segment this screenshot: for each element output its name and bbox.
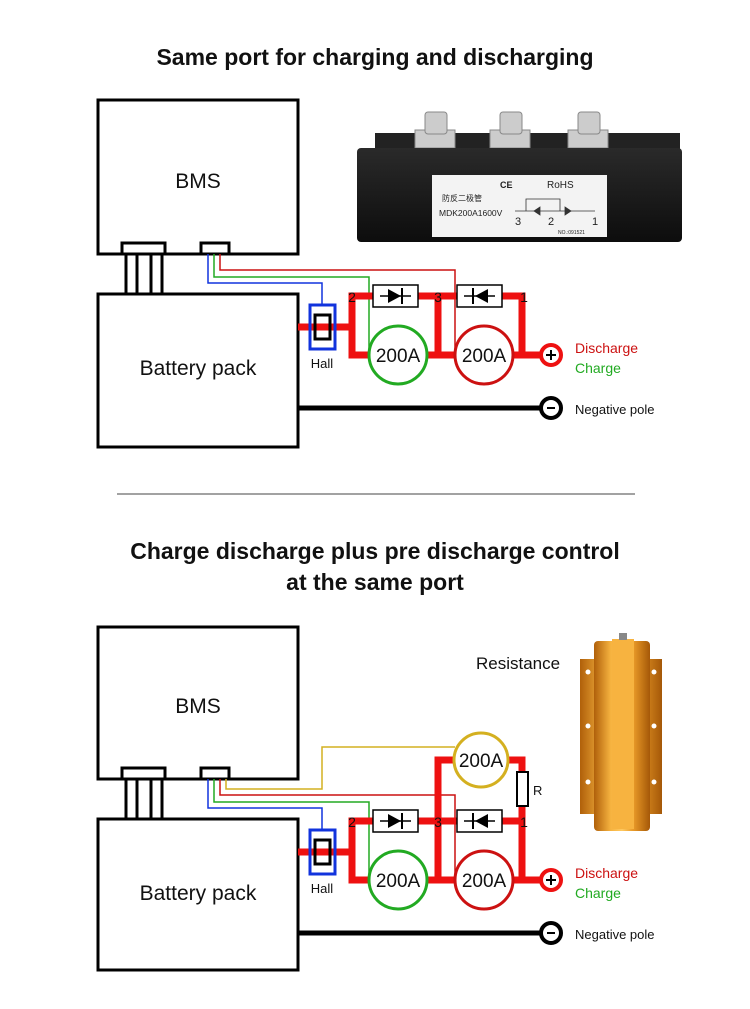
- charge-signal-wire: [213, 254, 370, 350]
- diode-forward: [372, 284, 419, 308]
- hall-label: Hall: [311, 356, 334, 371]
- battery-box: [96, 817, 300, 972]
- discharge-label: Discharge: [575, 340, 638, 356]
- resistor-photo: [580, 633, 662, 831]
- module-pin-1: 1: [592, 216, 598, 228]
- precharge-current-meter: [452, 731, 510, 789]
- section2-diagram: BMS Battery pack R Hall: [96, 625, 655, 972]
- discharge-meter-label: 200A: [462, 346, 507, 367]
- discharge-signal-wire: [219, 779, 456, 875]
- module-schematic: [515, 198, 595, 216]
- charge-meter-label: 200A: [376, 871, 421, 892]
- plus-sign-icon: [546, 875, 556, 885]
- charge-label: Charge: [575, 885, 621, 901]
- battery-label: Battery pack: [140, 357, 257, 380]
- negative-pole-label: Negative pole: [575, 402, 655, 417]
- node-3: 3: [434, 289, 442, 305]
- node-1: 1: [520, 289, 528, 305]
- diode-module-photo: CE RoHS 防反二极管 MDK200A1600V 3 2 1 NO.:091…: [357, 111, 682, 242]
- diode-reverse: [456, 809, 503, 833]
- battery-box: [96, 292, 300, 449]
- rohs-mark: RoHS: [547, 180, 574, 191]
- bms-label: BMS: [175, 695, 221, 718]
- module-serial: NO.:091521: [558, 230, 585, 236]
- hall-signal-wire: [207, 779, 323, 830]
- hall-label: Hall: [311, 881, 334, 896]
- battery-label: Battery pack: [140, 882, 257, 905]
- section2-title-line1: Charge discharge plus pre discharge cont…: [130, 538, 620, 564]
- ce-mark: CE: [500, 180, 513, 190]
- section2-title-line2: at the same port: [286, 569, 464, 595]
- bms-main-connector: [120, 241, 167, 256]
- discharge-signal-wire: [219, 254, 456, 350]
- negative-pole-label: Negative pole: [575, 927, 655, 942]
- precharge-signal-wire: [225, 746, 455, 790]
- bms-signal-connector: [199, 766, 231, 781]
- hall-core: [313, 313, 332, 341]
- bms-cable: [124, 254, 164, 294]
- charge-signal-wire: [213, 779, 370, 875]
- precharge-resistor: [516, 771, 529, 807]
- plus-sign-icon: [546, 350, 556, 360]
- module-pin-2: 2: [548, 216, 554, 228]
- hall-signal-wire: [207, 254, 323, 305]
- hall-core: [313, 838, 332, 866]
- charge-label: Charge: [575, 360, 621, 376]
- diode-forward: [372, 809, 419, 833]
- diode-reverse: [456, 284, 503, 308]
- resistance-label: Resistance: [476, 654, 560, 673]
- module-model: MDK200A1600V: [439, 208, 503, 218]
- bms-box: [96, 98, 300, 256]
- discharge-current-meter: [453, 324, 515, 386]
- precharge-meter-label: 200A: [459, 751, 504, 772]
- node-1: 1: [520, 814, 528, 830]
- resistor-label: R: [533, 783, 542, 798]
- node-2: 2: [348, 289, 356, 305]
- charge-meter-label: 200A: [376, 346, 421, 367]
- node-2: 2: [348, 814, 356, 830]
- charge-current-meter: [367, 324, 429, 386]
- section1-diagram: BMS Battery pack Hall 2: [96, 98, 655, 449]
- discharge-current-meter: [453, 849, 515, 911]
- module-chinese-label: 防反二极管: [442, 193, 482, 203]
- hall-sensor: [308, 828, 337, 876]
- bms-box: [96, 625, 300, 781]
- bms-cable: [124, 779, 164, 819]
- bms-label: BMS: [175, 170, 221, 193]
- section1-title: Same port for charging and discharging: [156, 44, 593, 70]
- hall-sensor: [308, 303, 337, 351]
- module-pin-3: 3: [515, 216, 521, 228]
- node-3: 3: [434, 814, 442, 830]
- charge-current-meter: [367, 849, 429, 911]
- bms-signal-connector: [199, 241, 231, 256]
- discharge-label: Discharge: [575, 865, 638, 881]
- discharge-meter-label: 200A: [462, 871, 507, 892]
- bms-main-connector: [120, 766, 167, 781]
